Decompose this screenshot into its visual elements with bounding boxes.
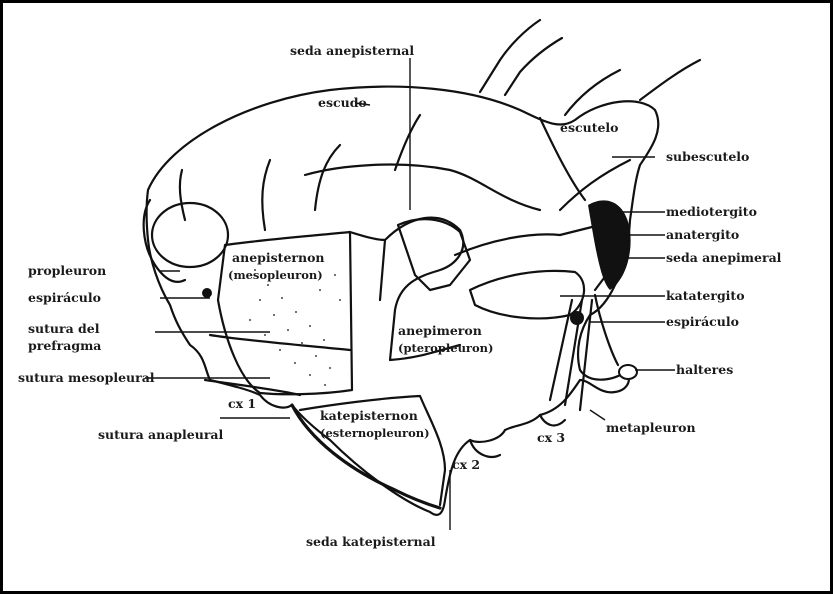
label-propleuron: propleuron xyxy=(28,263,106,278)
label-katepisternon: katepisternon xyxy=(320,408,418,423)
label-cx1: cx 1 xyxy=(228,396,256,411)
label-escudo: escudo xyxy=(318,95,367,110)
label-anatergito: anatergito xyxy=(666,227,739,242)
halter-stalk xyxy=(595,295,618,365)
head-ring xyxy=(152,203,228,267)
label-sutura-prefragma-1: sutura del xyxy=(28,321,100,336)
label-halteres: halteres xyxy=(676,362,733,377)
label-anepisternon-sub: (mesopleuron) xyxy=(228,268,323,282)
label-metapleuron: metapleuron xyxy=(606,420,696,435)
label-anepimeron-sub: (pteropleuron) xyxy=(398,341,493,355)
coxa-3 xyxy=(540,415,565,425)
label-anepimeron: anepimeron xyxy=(398,323,482,338)
halter-knob xyxy=(619,365,637,379)
label-cx2: cx 2 xyxy=(452,457,480,472)
label-anepisternon: anepisternon xyxy=(232,250,325,265)
label-seda-katepisternal: seda katepisternal xyxy=(306,534,436,549)
spiracle-left xyxy=(202,288,212,298)
label-espiraculo-right: espiráculo xyxy=(666,314,739,329)
label-escutelo: escutelo xyxy=(560,120,619,135)
label-sutura-mesopleural: sutura mesopleural xyxy=(18,370,155,385)
label-katepisternon-sub: (esternopleuron) xyxy=(320,426,430,440)
label-cx3: cx 3 xyxy=(537,430,565,445)
label-subescutelo: subescutelo xyxy=(666,149,749,164)
mediotergito-shade xyxy=(588,200,631,290)
label-mediotergito: mediotergito xyxy=(666,204,757,219)
label-sutura-anapleural: sutura anapleural xyxy=(98,427,224,442)
label-seda-anepimeral: seda anepimeral xyxy=(666,250,782,265)
stipple-pattern xyxy=(249,269,341,386)
anepimeron-shape xyxy=(385,218,463,360)
label-espiraculo-left: espiráculo xyxy=(28,290,101,305)
spiracle-right xyxy=(570,311,584,325)
label-sutura-prefragma-2: prefragma xyxy=(28,338,101,353)
label-seda-anepisternal: seda anepisternal xyxy=(290,43,414,58)
label-katatergito: katatergito xyxy=(666,288,745,303)
